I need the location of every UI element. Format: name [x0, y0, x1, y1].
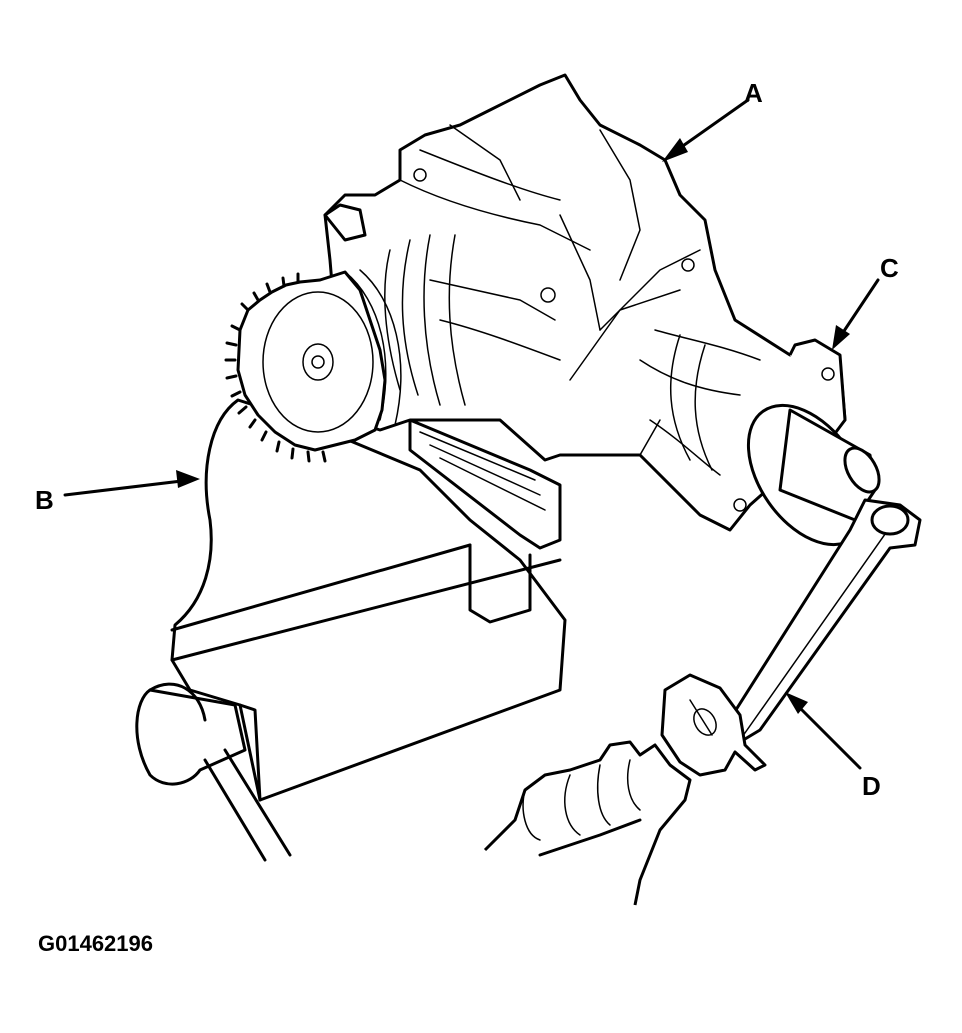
- callout-arrow-d: [785, 692, 862, 770]
- callout-arrow-b: [63, 470, 200, 497]
- torque-wrench: [660, 408, 922, 777]
- label-b: B: [35, 485, 54, 515]
- label-d: D: [862, 771, 881, 801]
- callout-arrow-a: [662, 98, 750, 162]
- bench-vise: [135, 398, 567, 862]
- sector-gear: [224, 269, 402, 463]
- label-c: C: [880, 253, 899, 283]
- hand: [483, 740, 692, 906]
- callout-arrow-c: [832, 278, 880, 350]
- figure-code: G01462196: [38, 931, 153, 956]
- label-a: A: [744, 78, 763, 108]
